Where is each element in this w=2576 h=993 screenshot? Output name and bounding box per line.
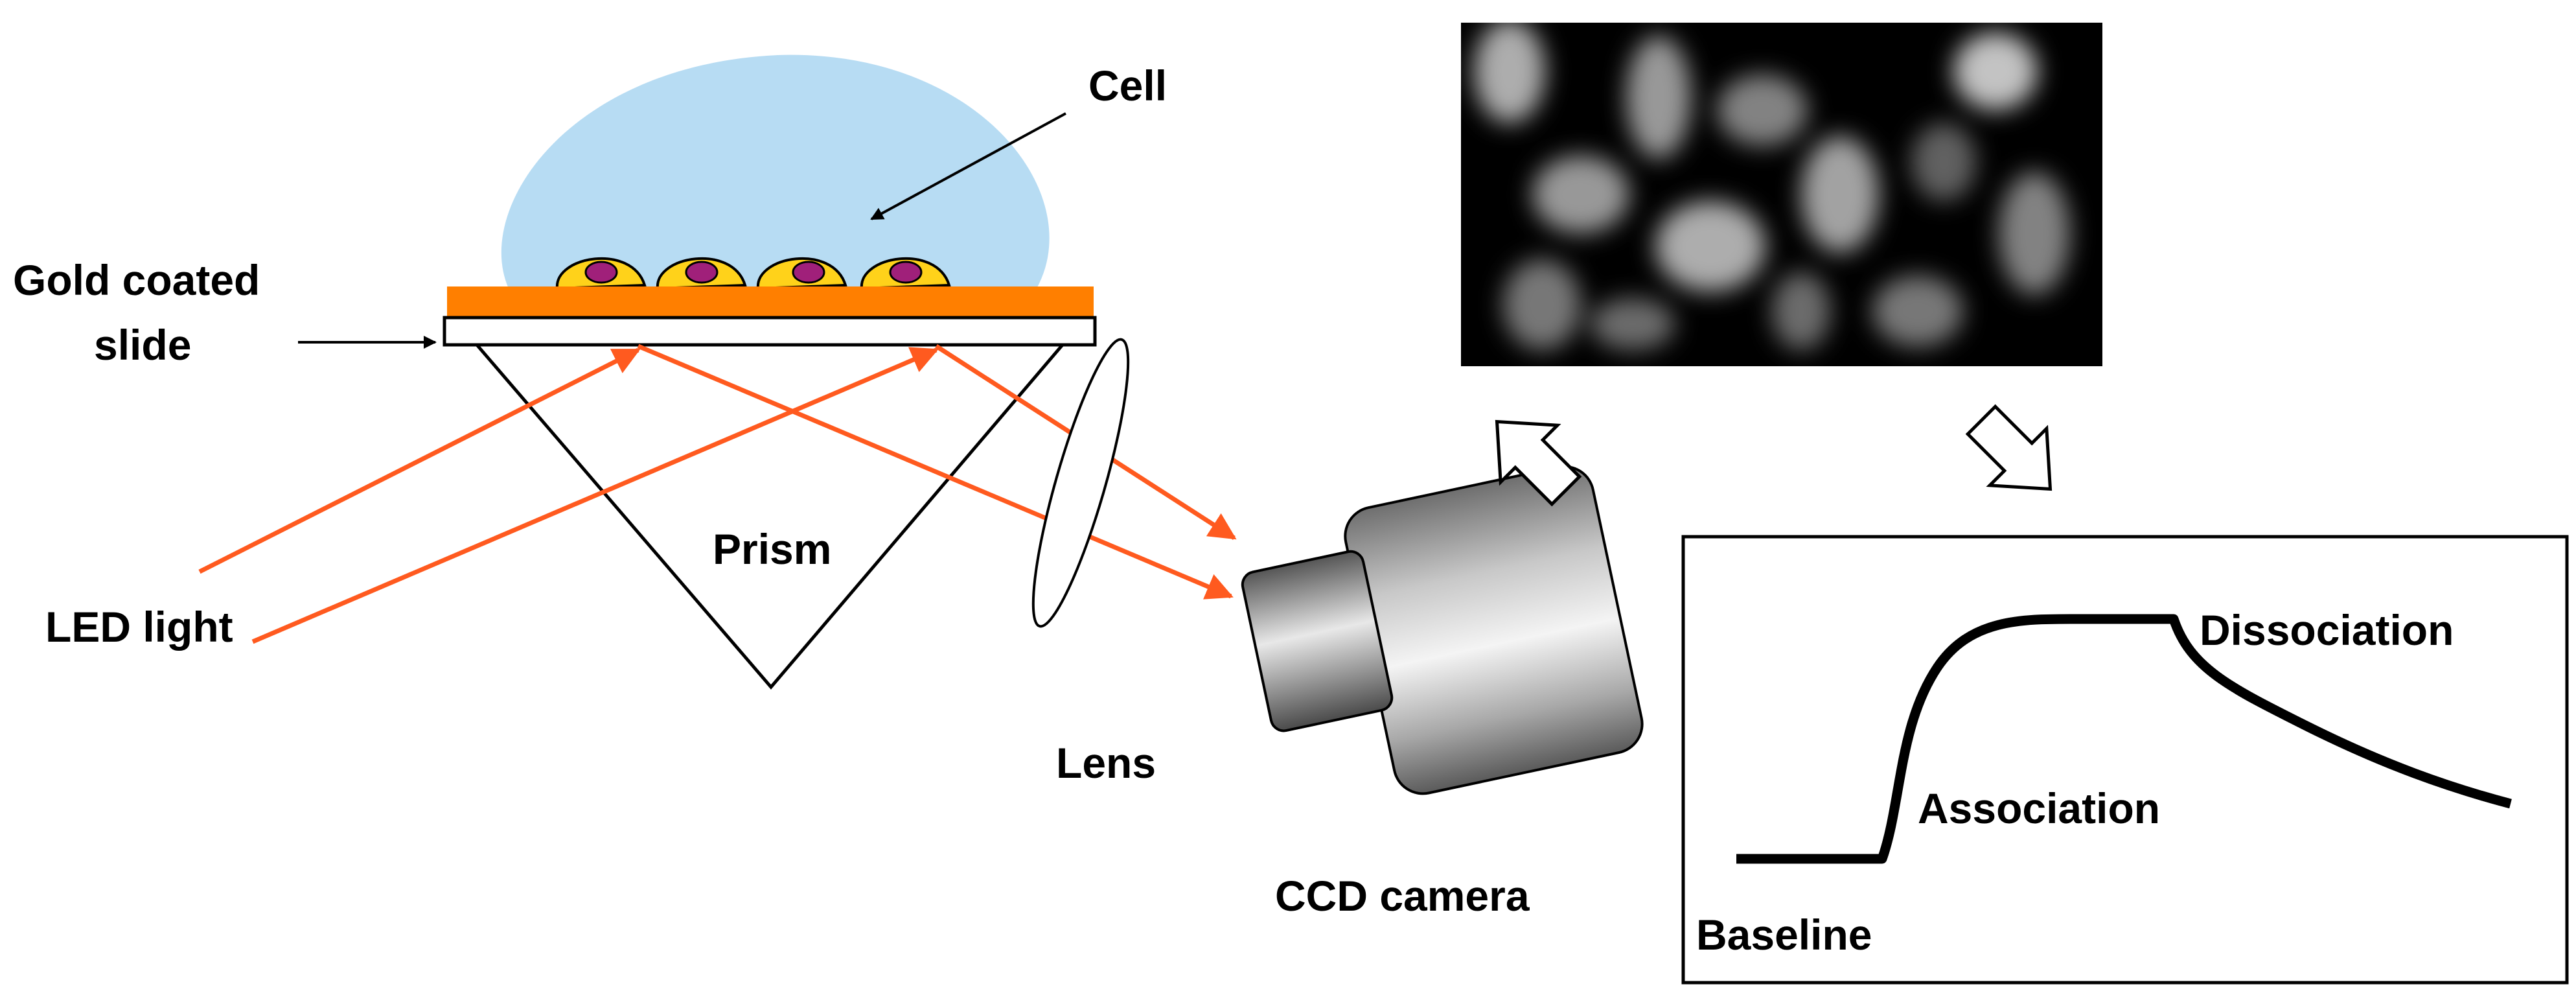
cell-label: Cell [1088, 62, 1167, 110]
prism-label: Prism [713, 525, 831, 573]
lens-label: Lens [1056, 739, 1156, 787]
prism [473, 343, 1066, 690]
sensorgram-panel [1681, 535, 2569, 985]
cell [860, 257, 951, 290]
cell [555, 257, 647, 290]
culture-medium [501, 54, 1050, 289]
lens [1031, 338, 1130, 628]
dissociation-label: Dissociation [2200, 606, 2454, 654]
cell [656, 257, 747, 290]
ccd-camera [1241, 465, 1644, 795]
cell-pointer-arrow [870, 112, 1066, 220]
glass-slide [443, 316, 1097, 347]
gold-slide-label-line2: slide [94, 321, 191, 369]
baseline-label: Baseline [1696, 911, 1872, 959]
spr-image [1461, 23, 2102, 366]
hollow-arrow-to-image [1495, 419, 1582, 507]
led-light-label: LED light [45, 603, 233, 651]
hollow-arrow-to-sensorgram [1965, 404, 2053, 491]
sensorgram-curve [1736, 614, 2512, 864]
ccd-camera-label: CCD camera [1275, 872, 1530, 920]
gold-layer [447, 286, 1094, 316]
cell-layer [555, 257, 951, 290]
association-label: Association [1918, 784, 2160, 832]
gold-slide-label-line1: Gold coated [13, 256, 260, 304]
cell [756, 257, 847, 290]
